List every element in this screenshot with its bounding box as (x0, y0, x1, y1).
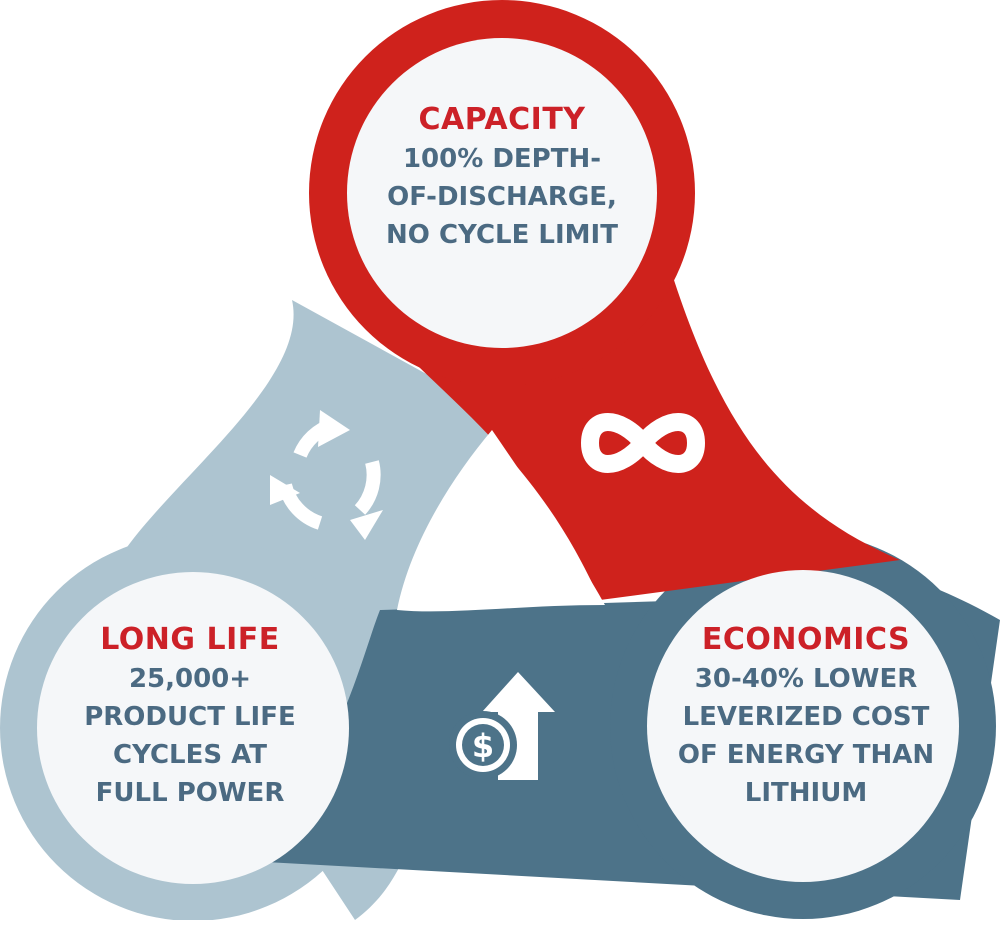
capacity-circle (347, 38, 657, 348)
economics-line-1: 30-40% LOWER (694, 664, 918, 694)
long-life-line-4: FULL POWER (95, 778, 285, 808)
capacity-line-1: 100% DEPTH- (402, 144, 602, 174)
long-life-line-1: 25,000+ (128, 664, 252, 694)
long-life-circle (37, 572, 349, 884)
dollar-up-arrow-icon: $ (449, 672, 555, 780)
economics-line-3: OF ENERGY THAN (677, 740, 935, 770)
capacity-line-3: NO CYCLE LIMIT (386, 220, 618, 250)
svg-text:$: $ (472, 727, 494, 765)
long-life-line-3: CYCLES AT (112, 740, 267, 770)
economics-line-2: LEVERIZED COST (682, 702, 930, 732)
infinity-icon (580, 413, 706, 473)
long-life-text-block: LONG LIFE 25,000+ PRODUCT LIFE CYCLES AT… (40, 620, 340, 812)
long-life-title: LONG LIFE (100, 622, 280, 657)
capacity-title: CAPACITY (418, 102, 586, 137)
capacity-line-2: OF-DISCHARGE, (387, 182, 617, 212)
center-void (397, 430, 605, 612)
long-life-line-2: PRODUCT LIFE (84, 702, 296, 732)
economics-line-4: LITHIUM (744, 778, 868, 808)
economics-text-block: ECONOMICS 30-40% LOWER LEVERIZED COST OF… (656, 620, 956, 812)
economics-circle (647, 570, 959, 882)
economics-title: ECONOMICS (701, 622, 911, 657)
capacity-text-block: CAPACITY 100% DEPTH- OF-DISCHARGE, NO CY… (352, 100, 652, 254)
recycle-arrows-icon (270, 410, 383, 540)
